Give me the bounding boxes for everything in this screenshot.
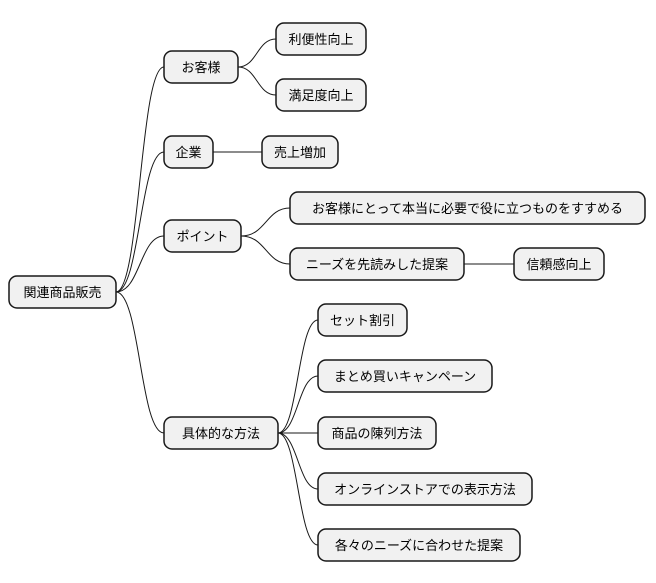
node-satisfaction-label: 満足度向上 [288,88,353,104]
node-company-label: 企業 [175,145,201,161]
node-root-label: 関連商品販売 [23,285,101,301]
node-customer-label: お客様 [181,60,220,76]
node-methods: 具体的な方法 [163,416,279,450]
node-display-method-label: 商品の陳列方法 [331,426,422,442]
edge-methods-needs [277,432,319,546]
node-customer: お客様 [163,50,239,84]
node-needs-proposal: 各々のニーズに合わせた提案 [317,528,521,562]
node-sales: 売上増加 [261,135,339,169]
edge-root-customer [115,66,165,293]
node-online-display-label: オンラインストアでの表示方法 [334,482,516,498]
node-online-display: オンラインストアでの表示方法 [317,472,533,506]
edge-root-methods [115,291,165,434]
edges [115,38,514,546]
node-points: ポイント [163,219,242,253]
node-set-discount-label: セット割引 [330,313,395,329]
node-set-discount: セット割引 [317,303,408,337]
node-sales-label: 売上増加 [274,145,326,161]
node-recommend-label: お客様にとって本当に必要で役に立つものをすすめる [312,201,623,217]
node-proposal: ニーズを先読みした提案 [289,247,465,281]
node-methods-label: 具体的な方法 [182,426,260,442]
node-convenience-label: 利便性向上 [288,32,353,48]
edge-customer-convenience [237,38,277,68]
node-bulk-campaign-label: まとめ買いキャンペーン [334,370,476,385]
node-display-method: 商品の陳列方法 [317,416,437,450]
edge-methods-online [277,432,319,490]
edge-points-recommend [240,207,291,237]
edge-methods-bulk [277,375,319,434]
node-needs-proposal-label: 各々のニーズに合わせた提案 [335,538,503,554]
node-convenience: 利便性向上 [275,22,367,56]
nodes: 関連商品販売 お客様 企業 ポイント 具体的な方法 利便性向上 満足度向上 [8,22,646,562]
node-trust-label: 信頼感向上 [526,257,591,273]
edge-customer-satisfaction [237,66,277,96]
node-company: 企業 [163,135,214,169]
node-trust: 信頼感向上 [513,247,605,281]
node-recommend: お客様にとって本当に必要で役に立つものをすすめる [289,191,646,225]
node-proposal-label: ニーズを先読みした提案 [306,257,448,273]
node-root: 関連商品販売 [8,275,117,309]
node-satisfaction: 満足度向上 [275,78,367,112]
edge-root-company [115,151,165,293]
edge-methods-set [277,319,319,434]
node-bulk-campaign: まとめ買いキャンペーン [317,359,493,393]
edge-root-points [115,235,165,293]
edge-points-proposal [240,235,291,265]
node-points-label: ポイント [176,230,228,245]
